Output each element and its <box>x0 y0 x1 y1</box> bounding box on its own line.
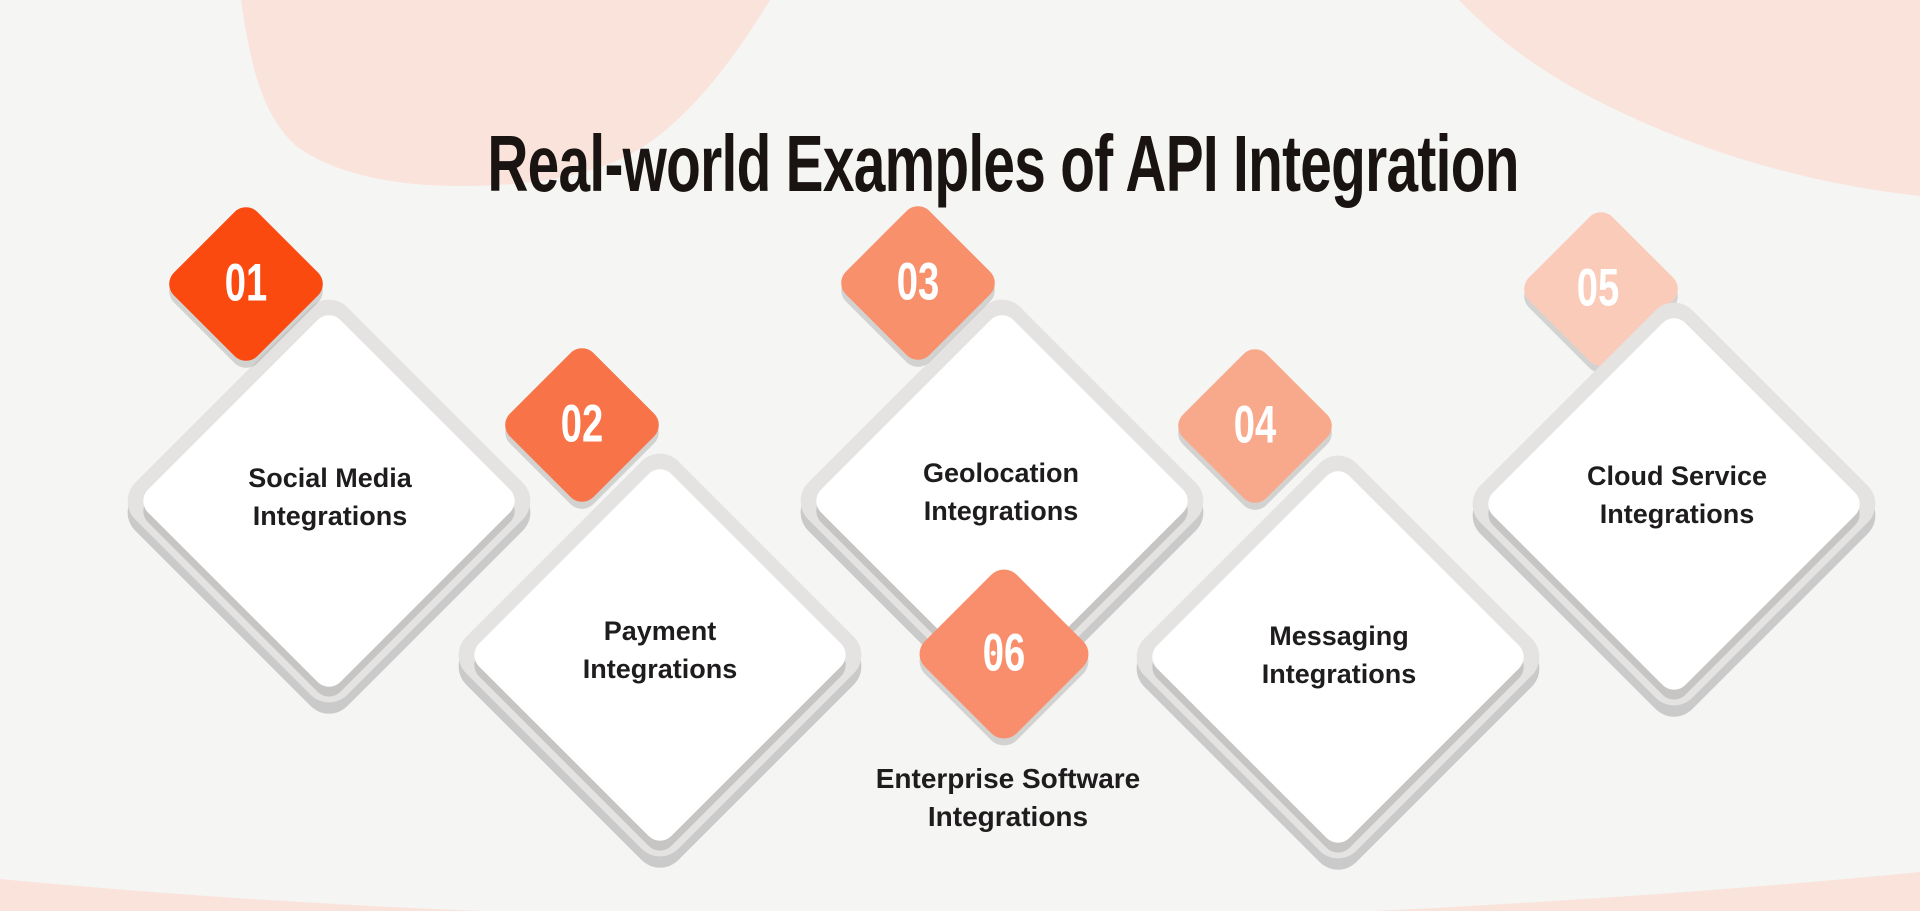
number-text-03: 03 <box>896 252 940 312</box>
card-label-line2: Integrations <box>1599 499 1755 529</box>
card-label-enterprise-software: Enterprise Software Integrations <box>876 760 1141 836</box>
card-label-line2: Integrations <box>923 496 1079 526</box>
blob-top-right-corner <box>1459 0 1920 196</box>
number-text-05: 05 <box>1576 258 1620 318</box>
card-label-line2: Integrations <box>1261 659 1417 689</box>
card-label-line2: Integrations <box>927 801 1089 832</box>
card-label-social-media: Social Media Integrations <box>248 459 412 535</box>
card-label-messaging: Messaging Integrations <box>1262 617 1417 693</box>
number-text-01: 01 <box>224 253 268 313</box>
card-label-line2: Integrations <box>252 501 408 531</box>
card-label-line1: Enterprise Software <box>875 763 1141 794</box>
card-label-line1: Payment <box>603 616 717 646</box>
blob-top-center <box>241 0 770 186</box>
card-label-line2: Integrations <box>582 654 738 684</box>
blob-bottom-wave <box>0 872 1920 911</box>
card-label-line1: Cloud Service <box>1586 461 1768 491</box>
card-label-line1: Social Media <box>248 463 412 493</box>
card-label-geolocation: Geolocation Integrations <box>923 454 1079 530</box>
card-label-payment: Payment Integrations <box>583 612 738 688</box>
card-label-line1: Messaging <box>1269 621 1409 651</box>
number-text-06: 06 <box>982 623 1026 683</box>
card-label-cloud-service: Cloud Service Integrations <box>1587 457 1767 533</box>
number-text-02: 02 <box>560 394 604 454</box>
number-text-04: 04 <box>1233 395 1277 455</box>
card-label-line1: Geolocation <box>922 458 1080 488</box>
page-title: Real-world Examples of API Integration <box>487 119 1519 208</box>
dotted-zero-mark <box>991 650 997 656</box>
